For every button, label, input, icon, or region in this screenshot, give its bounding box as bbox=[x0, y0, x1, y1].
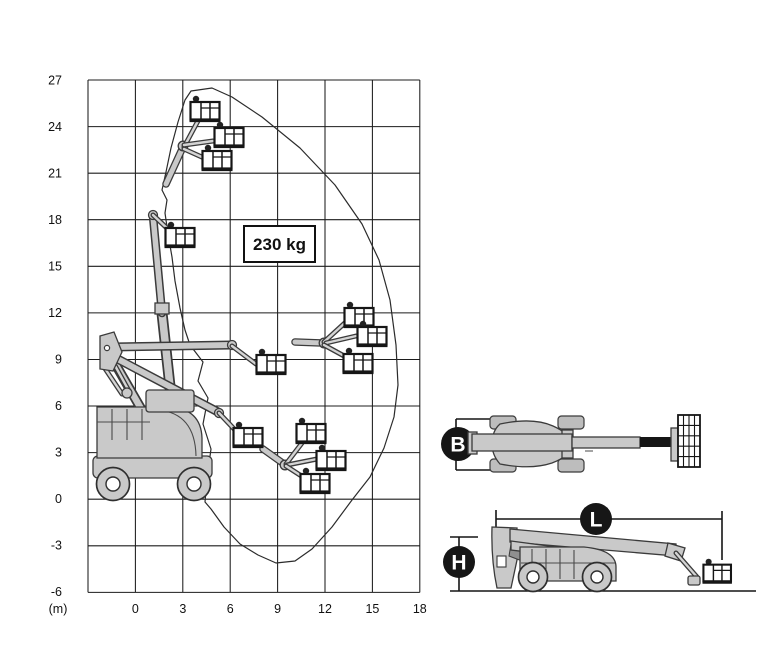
platform-icon bbox=[188, 94, 222, 123]
capacity-label: 230 kg bbox=[253, 235, 306, 254]
x-tick: 15 bbox=[365, 602, 379, 616]
length-letter: L bbox=[590, 509, 603, 532]
y-tick: 3 bbox=[55, 446, 62, 460]
x-tick: 6 bbox=[227, 602, 234, 616]
side-view-figure: L H bbox=[443, 503, 756, 593]
y-tick: 9 bbox=[55, 353, 62, 367]
machine-side-view bbox=[491, 526, 734, 593]
envelope-outline bbox=[161, 87, 399, 564]
x-tick: 12 bbox=[318, 602, 332, 616]
x-tick: 0 bbox=[132, 602, 139, 616]
platform-icon bbox=[163, 220, 197, 249]
y-tick: 21 bbox=[48, 167, 62, 181]
capacity-label-box: 230 kg bbox=[243, 225, 316, 263]
height-letter: H bbox=[451, 552, 466, 575]
platform-icon bbox=[294, 416, 328, 445]
x-tick: 9 bbox=[274, 602, 281, 616]
width-letter: B bbox=[450, 434, 465, 457]
x-tick: 18 bbox=[413, 602, 427, 616]
width-dimension-badge: B bbox=[441, 427, 475, 461]
working-envelope-chart: 230 kg 27 24 21 18 15 12 9 6 3 0 -3 -6 0… bbox=[48, 74, 427, 617]
y-tick: 18 bbox=[48, 213, 62, 227]
top-view-figure: B bbox=[441, 414, 701, 473]
length-dimension-badge: L bbox=[580, 503, 612, 535]
x-tick: 3 bbox=[179, 602, 186, 616]
y-tick: 24 bbox=[48, 120, 62, 134]
y-tick: -6 bbox=[51, 585, 62, 599]
y-tick: 27 bbox=[48, 74, 62, 88]
platform-top-view bbox=[677, 414, 701, 468]
platform-icon bbox=[254, 347, 288, 376]
y-tick: 15 bbox=[48, 260, 62, 274]
platform-icon bbox=[298, 466, 332, 495]
platform-icon bbox=[212, 120, 246, 149]
y-tick: 0 bbox=[55, 492, 62, 506]
y-tick: 6 bbox=[55, 399, 62, 413]
boom-telescope-section bbox=[640, 437, 671, 447]
machine-top-view bbox=[467, 414, 701, 473]
platform-side-view bbox=[701, 557, 734, 584]
platform-icon bbox=[200, 143, 234, 172]
machine-chassis bbox=[92, 389, 213, 502]
platform-icon bbox=[342, 300, 376, 329]
axis-unit-label: (m) bbox=[49, 602, 68, 616]
platform-icon bbox=[231, 420, 265, 449]
y-tick: 12 bbox=[48, 306, 62, 320]
y-axis-labels: 27 24 21 18 15 12 9 6 3 0 -3 -6 bbox=[48, 74, 62, 600]
y-tick: -3 bbox=[51, 539, 62, 553]
platform-icon bbox=[341, 346, 375, 375]
platform-icon bbox=[314, 443, 348, 472]
height-dimension-badge: H bbox=[443, 546, 475, 578]
x-axis-labels: 0 3 6 9 12 15 18 bbox=[132, 602, 427, 616]
